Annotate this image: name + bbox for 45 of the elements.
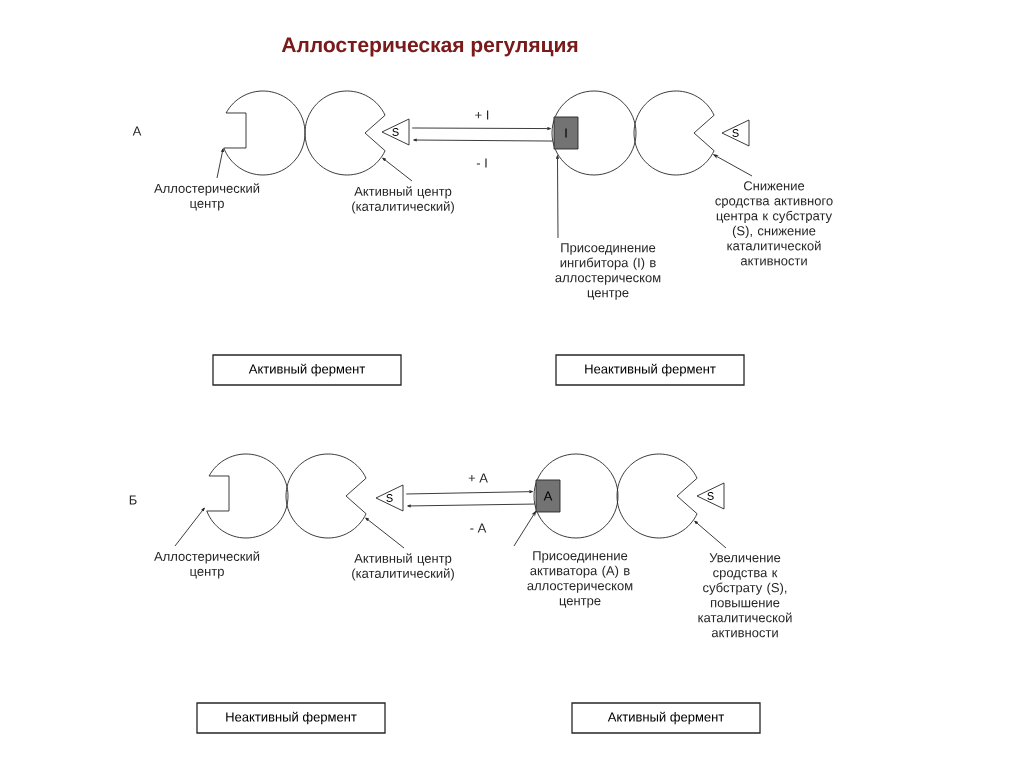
reaction-arrow <box>411 127 552 131</box>
leader-line <box>713 154 753 177</box>
panel-letter: А <box>132 126 142 136</box>
effector-block: I <box>553 116 579 150</box>
edge-label: + А <box>467 472 489 484</box>
leader-line <box>556 155 559 239</box>
substrate-triangle: S <box>696 482 725 510</box>
leader-line <box>365 517 405 549</box>
reaction-arrow <box>407 503 536 508</box>
callout-text: Аллостерический центр <box>154 551 260 579</box>
edge-label: + I <box>473 109 491 121</box>
leader-line <box>216 148 224 179</box>
edge-label: - А <box>468 522 488 534</box>
panel-letter: Б <box>129 495 137 505</box>
leader-line <box>694 520 727 549</box>
enzyme-subunit <box>533 453 619 539</box>
enzyme-subunit <box>304 90 386 176</box>
reaction-arrow <box>413 138 554 142</box>
substrate-triangle: S <box>375 484 404 512</box>
effector-block: А <box>535 479 561 513</box>
title: Аллостерическая регуляция <box>281 37 578 57</box>
callout-text: Присоединение ингибитора (I) в аллостерическом центре <box>555 243 661 300</box>
enzyme-subunit <box>551 90 637 176</box>
state-box: Активный фермент <box>571 702 761 734</box>
substrate-triangle: S <box>721 119 750 147</box>
callout-text: Присоединение активатора (А) в аллостерическом центре <box>527 551 633 608</box>
callout-text: Увеличение сродства к субстрату (S), повышение каталитической активности <box>698 553 792 638</box>
enzyme-subunit <box>206 453 289 539</box>
leader-line <box>174 507 205 547</box>
state-box: Активный фермент <box>212 354 402 386</box>
leader-line <box>382 157 413 182</box>
callout-text: Активный центр (каталитический) <box>352 186 454 214</box>
enzyme-subunit <box>616 453 698 539</box>
substrate-triangle: S <box>381 118 410 146</box>
callout-text: Аллостерический центр <box>154 183 260 211</box>
leader-line <box>513 511 537 547</box>
reaction-arrow <box>405 490 534 495</box>
enzyme-subunit <box>285 453 367 539</box>
edge-label: - I <box>475 157 489 169</box>
state-box: Неактивный фермент <box>196 702 386 734</box>
enzyme-subunit <box>633 90 715 176</box>
callout-text: Снижение сродства активного центра к субстрату (S), снижение каталитической активности <box>715 181 833 266</box>
enzyme-subunit <box>223 90 306 176</box>
state-box: Неактивный фермент <box>555 354 745 386</box>
callout-text: Активный центр (каталитический) <box>352 553 454 581</box>
